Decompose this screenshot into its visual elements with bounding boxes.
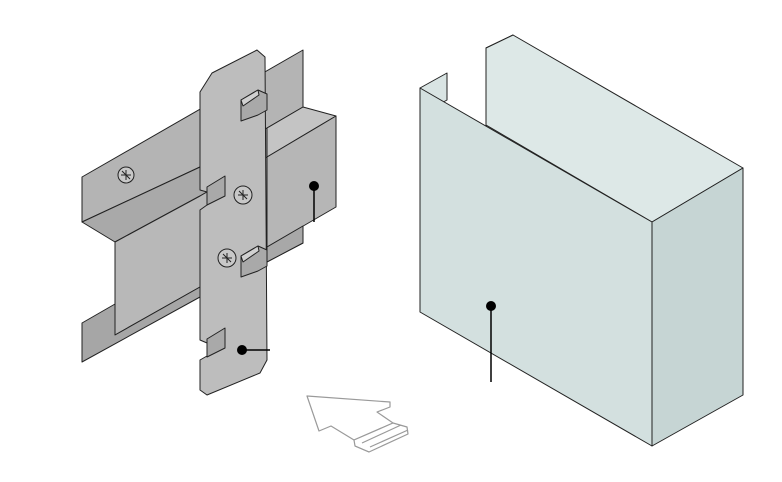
strap-clips [206,89,268,358]
rail-assembly [81,49,337,396]
rail-right-face [266,115,337,248]
callout-strap [237,345,270,355]
arrow-icon [306,395,409,453]
screw-icon [217,248,237,268]
screw-icon [233,185,253,205]
cover-right-face [651,167,744,447]
callout-cover [486,301,496,382]
callout-rail [309,181,319,222]
cover-box [419,34,744,447]
screw-icon [117,166,135,184]
